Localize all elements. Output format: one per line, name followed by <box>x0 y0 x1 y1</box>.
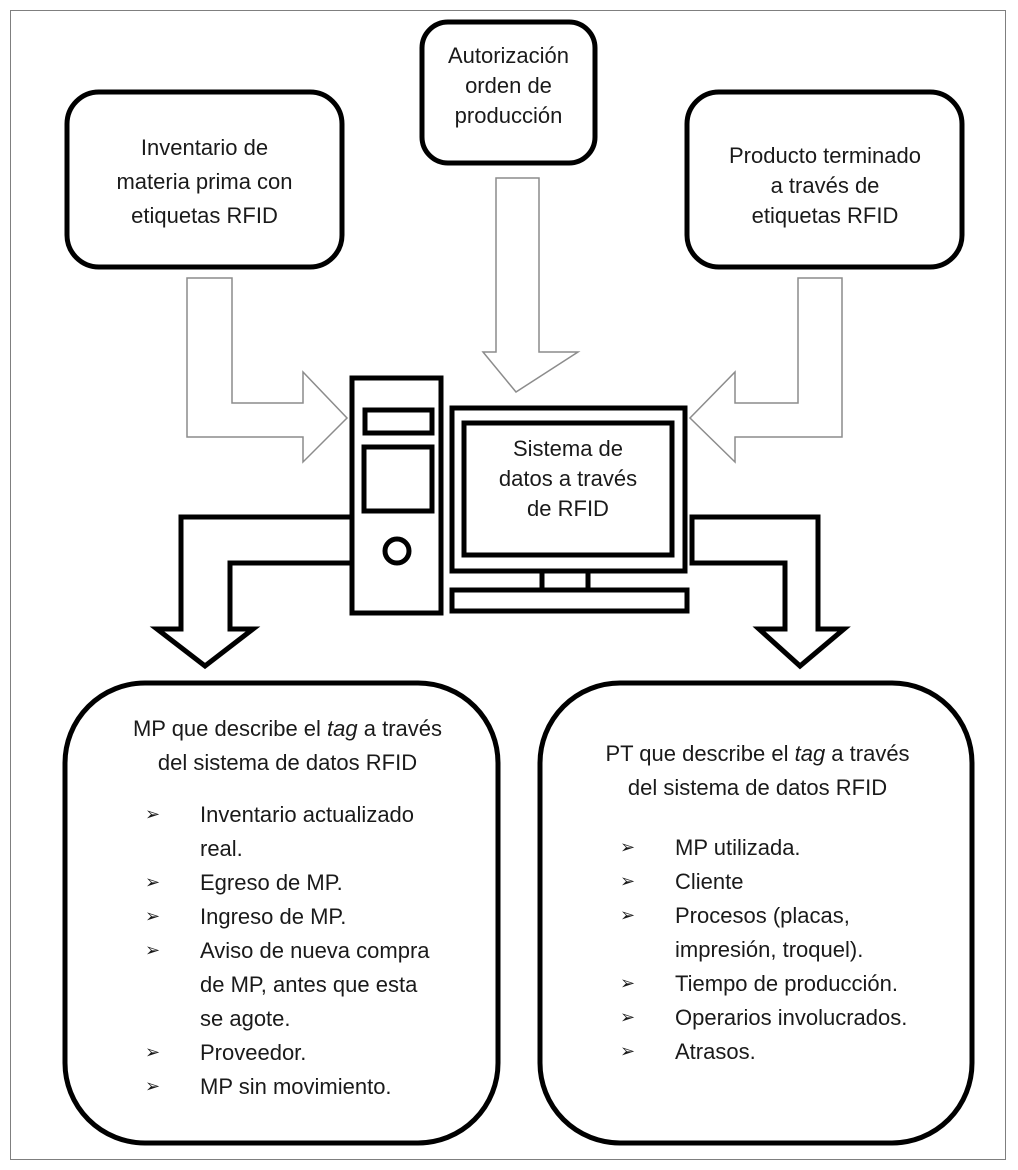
arrow-to-mp-panel <box>149 514 355 670</box>
monitor-screen-icon <box>461 420 675 558</box>
list-item: ➢Procesos (placas, impresión, troquel). <box>620 899 945 967</box>
monitor-stand-icon <box>539 568 591 593</box>
keyboard-icon <box>449 587 690 614</box>
mp-panel-list: ➢Inventario actualizado real. ➢Egreso de… <box>145 798 480 1104</box>
arrow-to-pt-panel <box>689 514 851 670</box>
arrow-from-finished-product <box>688 277 843 464</box>
finished-product-box <box>684 89 965 270</box>
arrow-bullet-icon: ➢ <box>620 837 636 858</box>
system-label: Sistema de datos a través de RFID <box>498 436 638 521</box>
arrow-bullet-icon: ➢ <box>145 906 161 927</box>
pt-panel-heading: PT que describe el tag a través del sist… <box>605 741 910 800</box>
list-item: ➢Tiempo de producción. <box>620 967 945 1001</box>
list-item: ➢Cliente <box>620 865 945 899</box>
list-item: ➢Atrasos. <box>620 1035 945 1069</box>
arrow-bullet-icon: ➢ <box>145 940 161 961</box>
list-item: ➢MP sin movimiento. <box>145 1070 480 1104</box>
arrow-bullet-icon: ➢ <box>145 872 161 893</box>
drive-bay-icon <box>362 407 435 436</box>
mp-panel-text: MP que describe el tag a través del sist… <box>95 712 480 1104</box>
tower-panel-icon <box>361 444 435 514</box>
arrow-bullet-icon: ➢ <box>145 804 161 825</box>
list-item: ➢MP utilizada. <box>620 831 945 865</box>
authorization-box <box>419 19 598 166</box>
diagram-frame <box>10 10 1006 1160</box>
computer-tower-icon <box>349 375 444 616</box>
list-item: ➢Inventario actualizado real. <box>145 798 480 866</box>
mp-panel-heading: MP que describe el tag a través del sist… <box>132 716 442 775</box>
power-button-icon <box>382 536 412 566</box>
arrow-bullet-icon: ➢ <box>620 905 636 926</box>
authorization-label: Autorización orden de producción <box>447 43 570 128</box>
arrow-bullet-icon: ➢ <box>620 1007 636 1028</box>
arrow-bullet-icon: ➢ <box>145 1076 161 1097</box>
arrow-bullet-icon: ➢ <box>620 973 636 994</box>
arrow-bullet-icon: ➢ <box>620 1041 636 1062</box>
list-item: ➢Ingreso de MP. <box>145 900 480 934</box>
arrow-bullet-icon: ➢ <box>620 871 636 892</box>
arrow-bullet-icon: ➢ <box>145 1042 161 1063</box>
raw-material-label: Inventario de materia prima con etiqueta… <box>116 135 293 228</box>
list-item: ➢Proveedor. <box>145 1036 480 1070</box>
pt-panel-list: ➢MP utilizada. ➢Cliente ➢Procesos (placa… <box>620 831 945 1069</box>
list-item: ➢Egreso de MP. <box>145 866 480 900</box>
finished-product-label: Producto terminado a través de etiquetas… <box>729 143 921 228</box>
pt-panel-box <box>537 680 975 1146</box>
arrow-from-raw-material <box>186 277 349 464</box>
raw-material-box <box>64 89 345 270</box>
list-item: ➢Aviso de nueva compra de MP, antes que … <box>145 934 480 1036</box>
pt-panel-text: PT que describe el tag a través del sist… <box>570 737 945 1069</box>
mp-panel-box <box>62 680 501 1146</box>
list-item: ➢Operarios involucrados. <box>620 1001 945 1035</box>
arrow-from-authorization <box>481 177 581 393</box>
